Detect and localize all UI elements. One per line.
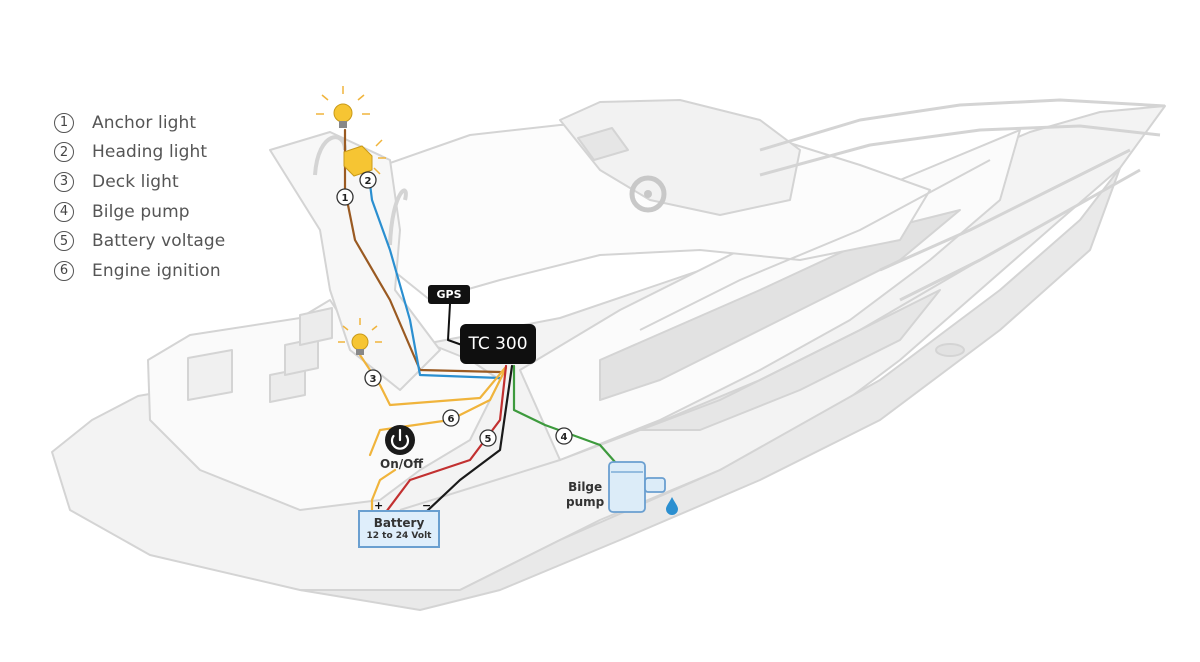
gps-module-label: GPS [428, 285, 470, 304]
legend-item: 5 Battery voltage [54, 226, 225, 256]
bilge-pump-label-line1: Bilge [568, 480, 603, 494]
anchor-light-bulb-icon [316, 86, 370, 128]
legend-number: 1 [54, 112, 74, 133]
bilge-pump-label: Bilge pump [566, 480, 604, 510]
legend-number: 2 [54, 142, 74, 163]
legend-label: Deck light [92, 171, 179, 192]
marker-5: 5 [479, 429, 497, 447]
legend-item: 4 Bilge pump [54, 197, 225, 227]
boat-illustration [51, 98, 1166, 611]
legend-label: Anchor light [92, 112, 197, 133]
battery-label: Battery 12 to 24 Volt [358, 510, 440, 548]
deck-light-bulb-icon [338, 318, 382, 355]
wire-battery-positive [384, 364, 508, 514]
legend-label: Heading light [92, 142, 208, 163]
legend-label: Bilge pump [92, 201, 190, 222]
legend: 1 Anchor light 2 Heading light 3 Deck li… [54, 108, 225, 286]
battery-negative-terminal: − [422, 499, 432, 512]
legend-item: 2 Heading light [54, 138, 225, 168]
wire-switch-battery [370, 468, 397, 514]
legend-number: 6 [54, 260, 74, 281]
wire-anchor-light [343, 128, 502, 374]
legend-label: Engine ignition [92, 260, 221, 281]
wire-markers: 1 2 3 4 5 6 [336, 171, 573, 447]
battery-label-line2: 12 to 24 Volt [366, 531, 432, 541]
power-switch-icon [385, 425, 415, 455]
legend-label: Battery voltage [92, 231, 226, 252]
marker-4: 4 [555, 427, 573, 445]
marker-5-text: 5 [485, 434, 492, 445]
legend-number: 5 [54, 231, 74, 252]
marker-6-text: 6 [448, 414, 455, 425]
marker-3-text: 3 [370, 374, 377, 385]
legend-number: 4 [54, 201, 74, 222]
wire-battery-negative [424, 364, 514, 514]
bilge-pump-icon [608, 461, 666, 513]
controller-tc300-label: TC 300 [460, 324, 536, 364]
marker-6: 6 [442, 409, 460, 427]
marker-4-text: 4 [561, 432, 568, 443]
water-drop-icon [666, 497, 678, 515]
marker-2: 2 [359, 171, 377, 189]
marker-1-text: 1 [342, 193, 349, 204]
marker-2-text: 2 [365, 176, 372, 187]
marker-1: 1 [336, 188, 354, 206]
battery-label-line1: Battery [373, 516, 425, 530]
wire-heading-light [366, 166, 502, 380]
legend-number: 3 [54, 171, 74, 192]
legend-item: 6 Engine ignition [54, 256, 225, 286]
heading-light-icon [343, 139, 386, 177]
battery-positive-terminal: + [374, 499, 384, 512]
bilge-pump-label-line2: pump [566, 495, 605, 509]
switch-label: On/Off [380, 457, 424, 471]
marker-3: 3 [364, 369, 382, 387]
legend-item: 1 Anchor light [54, 108, 225, 138]
wire-gps [447, 303, 463, 346]
legend-item: 3 Deck light [54, 167, 225, 197]
wire-bilge-pump [512, 364, 617, 464]
